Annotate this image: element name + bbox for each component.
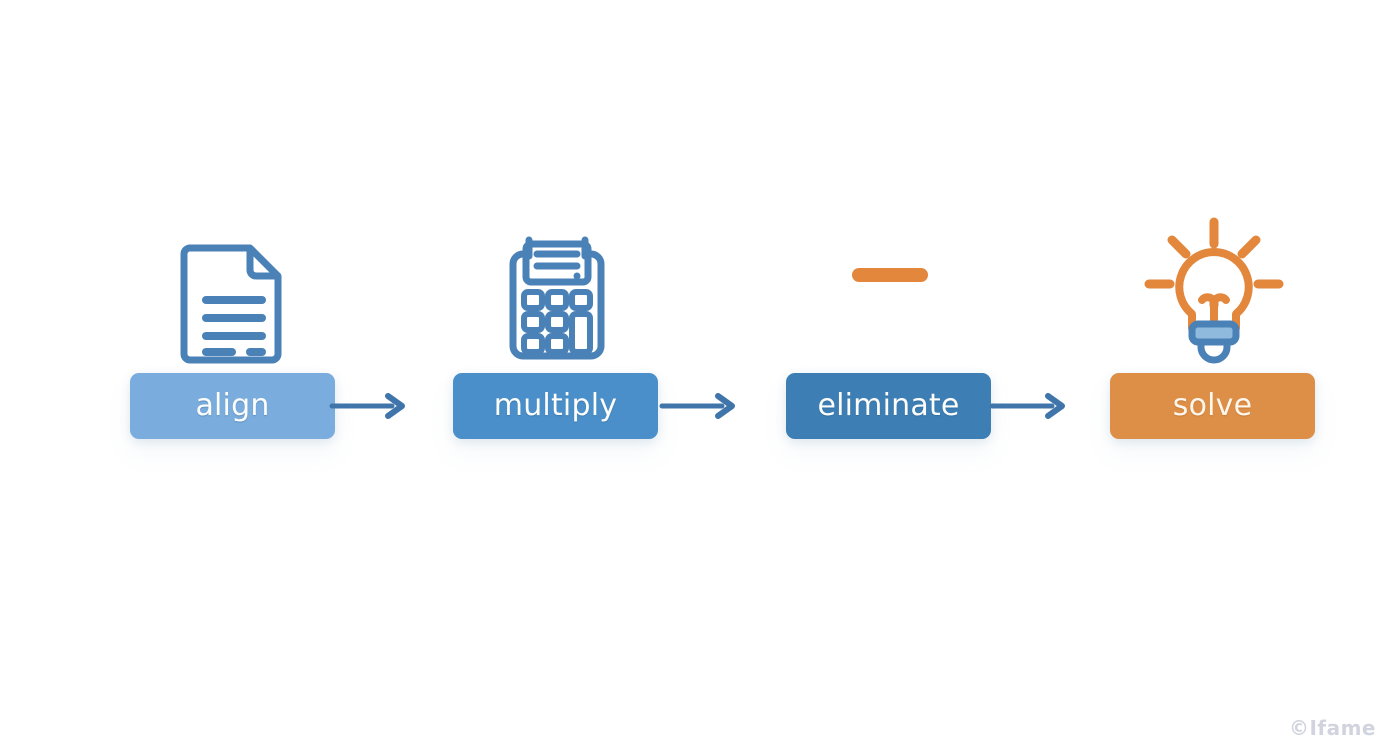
step-box-align[interactable]: align [130, 373, 335, 439]
process-step-eliminate: eliminate [760, 0, 1020, 752]
step-label-multiply: multiply [493, 388, 618, 423]
process-step-multiply: multiply [427, 0, 687, 752]
process-step-solve: solve [1084, 0, 1344, 752]
watermark: ©Ifame [1288, 716, 1376, 740]
step-label-eliminate: eliminate [817, 388, 960, 423]
step-label-align: align [195, 388, 270, 423]
step-box-multiply[interactable]: multiply [453, 373, 658, 439]
step-box-solve[interactable]: solve [1110, 373, 1315, 439]
lightbulb-icon [1084, 206, 1344, 364]
document-icon [104, 222, 364, 364]
calculator-icon [427, 222, 687, 362]
step-box-eliminate[interactable]: eliminate [786, 373, 991, 439]
arrow-multiply-to-eliminate [659, 390, 738, 422]
step-label-solve: solve [1172, 388, 1253, 423]
arrow-align-to-multiply [329, 390, 408, 422]
arrow-eliminate-to-solve [989, 390, 1068, 422]
minus-icon [760, 200, 1020, 350]
process-step-align: align [104, 0, 364, 752]
